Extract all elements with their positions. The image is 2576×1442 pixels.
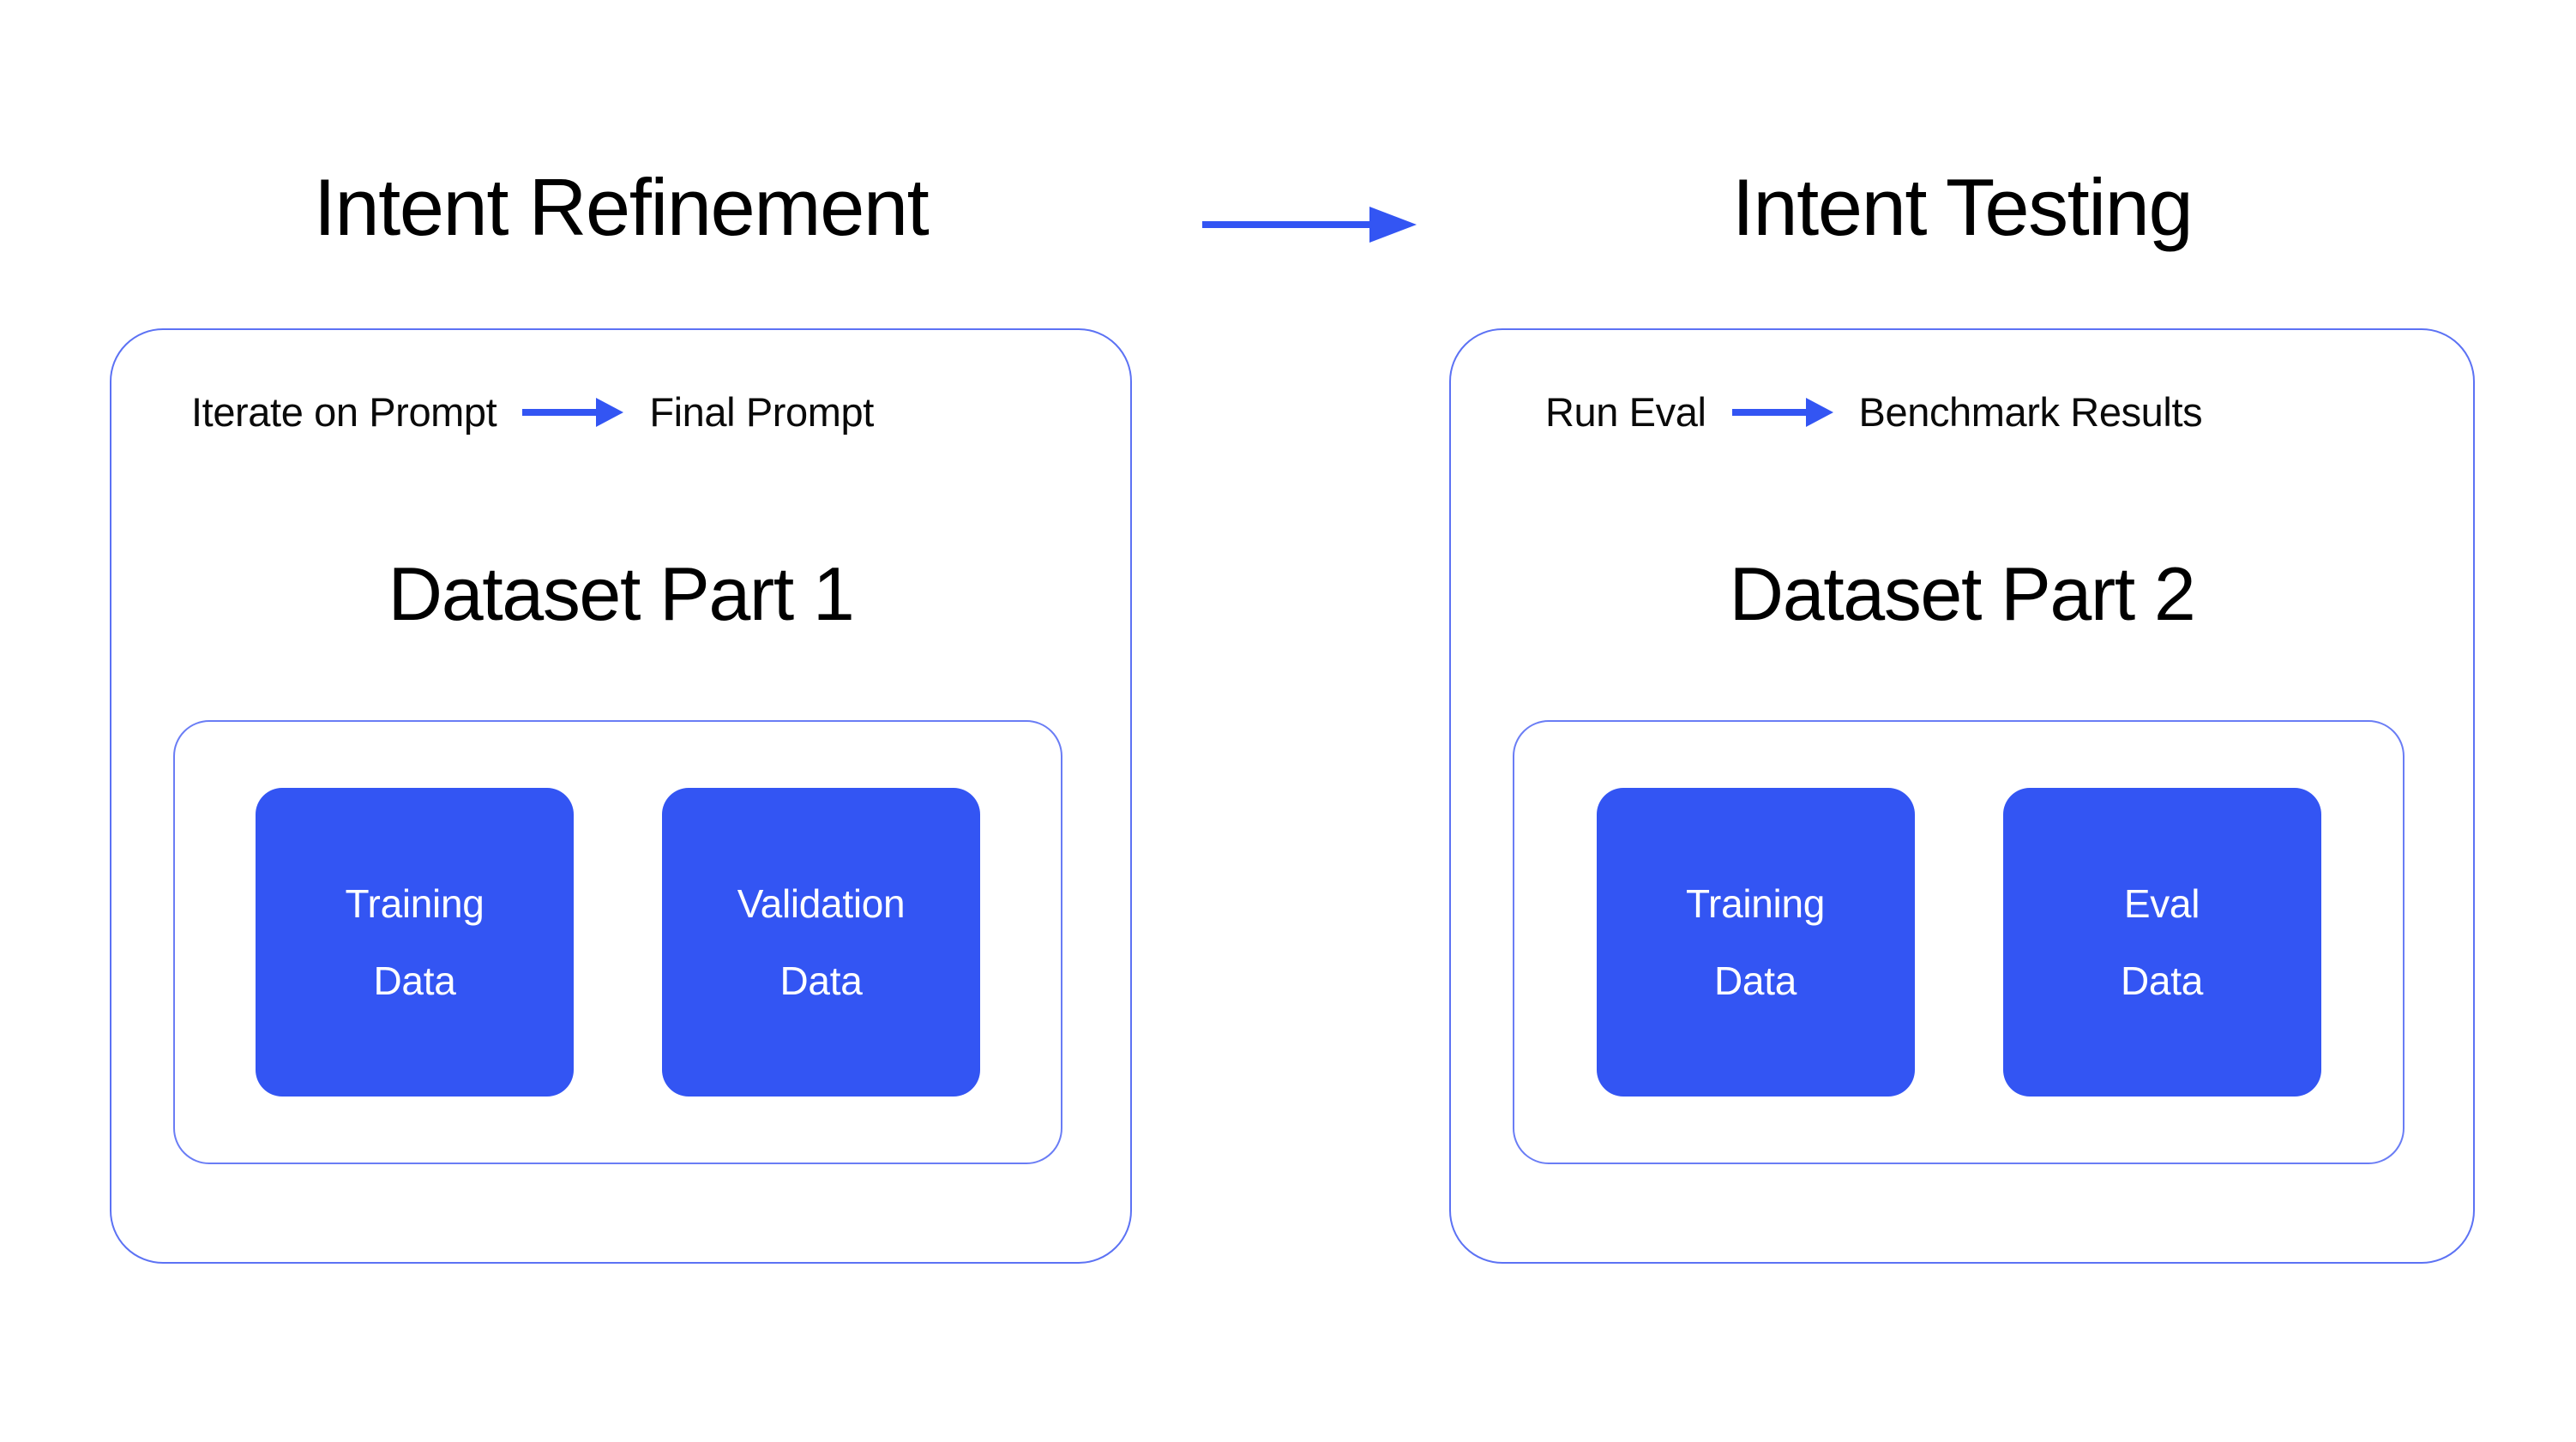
flow-arrow-right-icon: [522, 397, 624, 427]
dataset-container-part-1: Training Data Validation Data: [173, 720, 1062, 1164]
data-tile-training-data[interactable]: Training Data: [256, 788, 574, 1097]
data-tile-label-line2: Data: [1714, 958, 1797, 1003]
stage-title-intent-refinement: Intent Refinement: [313, 162, 930, 252]
data-tile-label-line2: Data: [779, 958, 863, 1003]
data-tile-label-line2: Data: [373, 958, 456, 1003]
dataset-title-part-2: Dataset Part 2: [1729, 551, 2196, 636]
data-tile-label-line1: Validation: [737, 881, 906, 926]
flow-to-label-benchmark-results: Benchmark Results: [1858, 389, 2203, 435]
data-tile-label-line2: Data: [2121, 958, 2203, 1003]
eval-flow-row: Run Eval Benchmark Results: [1545, 389, 2203, 435]
dataset-title-part-1: Dataset Part 1: [388, 551, 855, 636]
flow-from-label-run-eval: Run Eval: [1545, 389, 1706, 435]
flow-from-label-iterate-on-prompt: Iterate on Prompt: [191, 389, 497, 435]
flow-arrow-right-icon: [1731, 397, 1833, 427]
prompt-flow-row: Iterate on Prompt Final Prompt: [191, 392, 874, 432]
stage-card-intent-refinement: Iterate on Prompt Final Prompt Dataset P…: [110, 328, 1132, 1264]
stage-title-intent-testing: Intent Testing: [1731, 162, 2194, 252]
stage-card-intent-testing: Run Eval Benchmark Results Dataset Part …: [1449, 328, 2475, 1264]
data-tile-training-data[interactable]: Training Data: [1596, 788, 1915, 1097]
stage-transition-arrow-right-icon: [1202, 207, 1417, 243]
flow-to-label-final-prompt: Final Prompt: [649, 389, 874, 435]
data-tile-validation-data[interactable]: Validation Data: [662, 788, 980, 1097]
data-tile-eval-data[interactable]: Eval Data: [2002, 788, 2321, 1097]
dataset-container-part-2: Training Data Eval Data: [1513, 720, 2404, 1164]
data-tile-label-line1: Eval: [2123, 881, 2200, 926]
data-tile-label-line1: Training: [1685, 881, 1826, 926]
data-tile-label-line1: Training: [345, 881, 485, 926]
